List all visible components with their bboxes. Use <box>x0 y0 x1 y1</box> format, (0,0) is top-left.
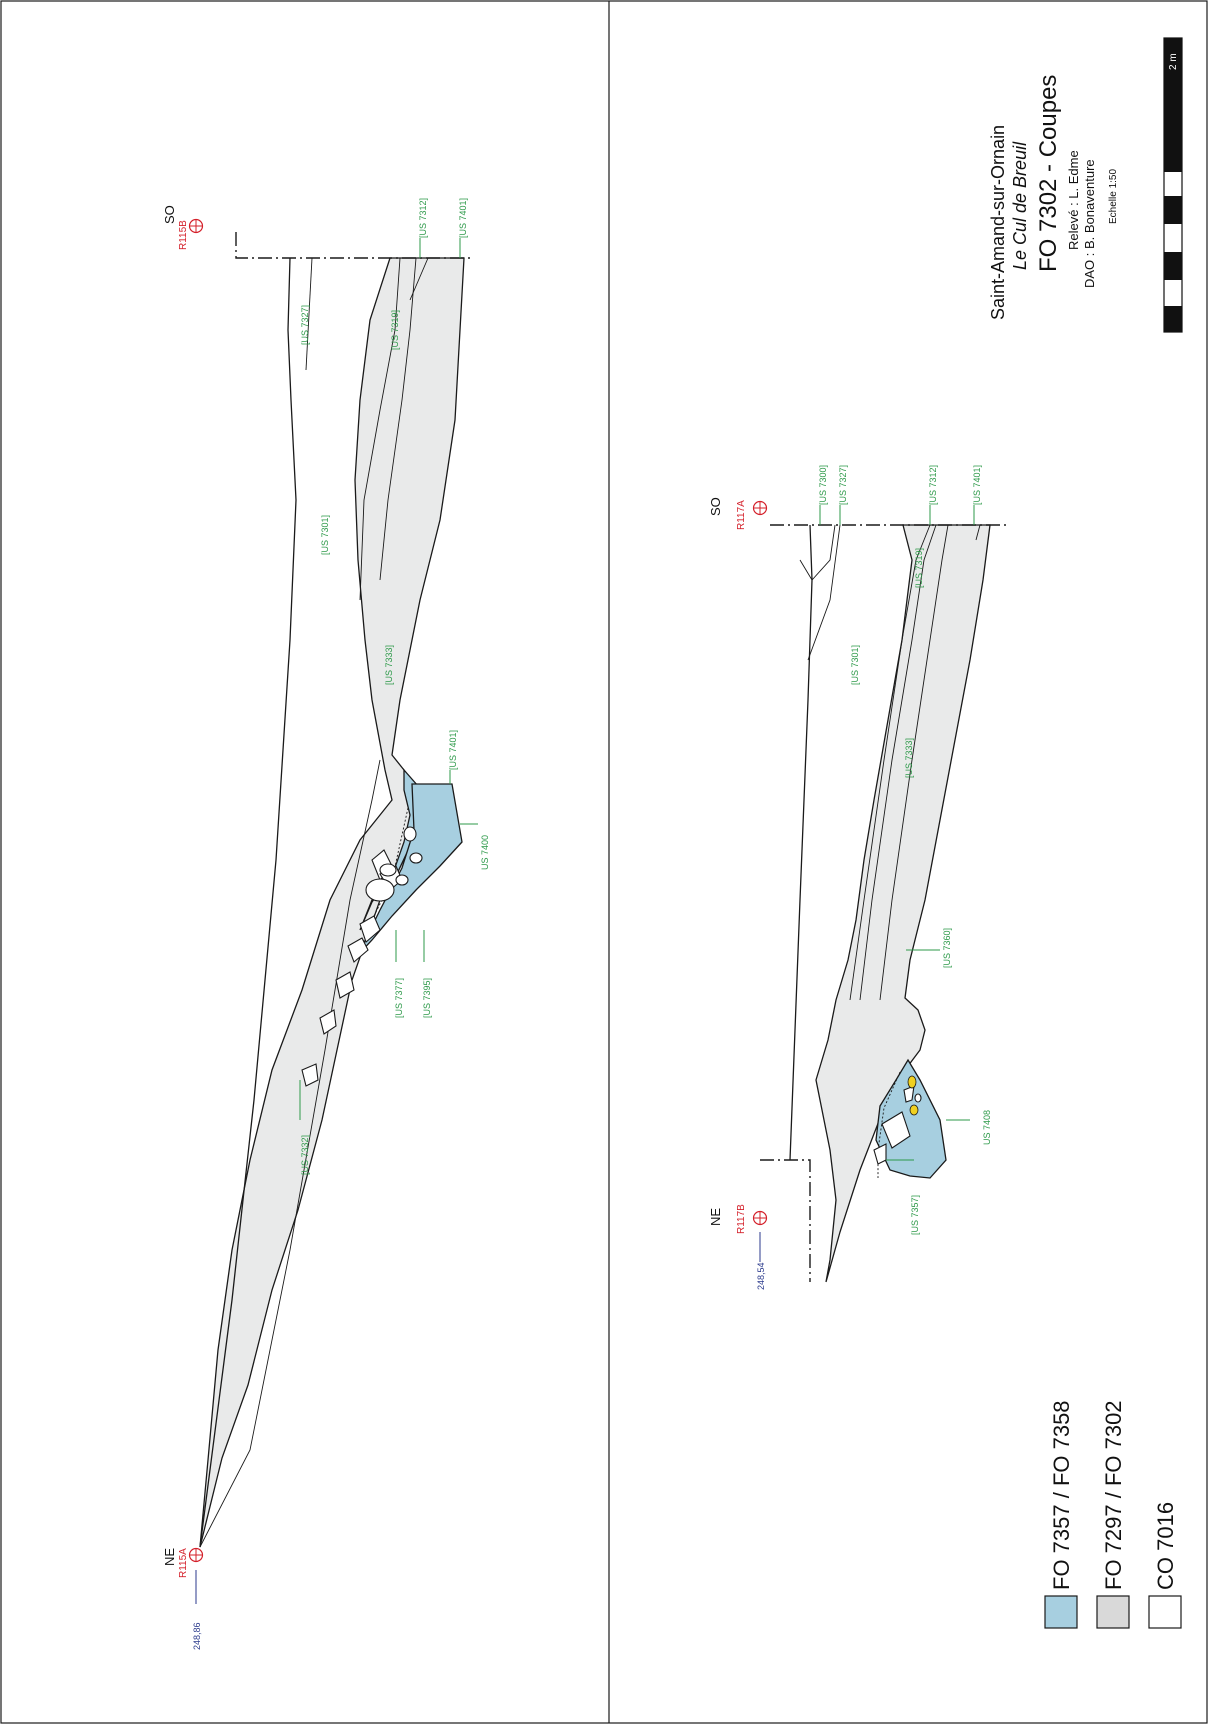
scale-bar-segment <box>1164 196 1182 224</box>
stone <box>319 1009 337 1035</box>
section-1-line-d <box>379 257 417 581</box>
scale-bar-segment <box>1164 306 1182 332</box>
legend: FO 7357 / FO 7358 FO 7297 / FO 7302 CO 7… <box>1044 1400 1182 1629</box>
us-label: [US 7327] <box>300 305 310 345</box>
altitude-label: 248,54 <box>756 1262 766 1290</box>
us-label: [US 7357] <box>910 1195 920 1235</box>
us-label: [US 7332] <box>300 1135 310 1175</box>
station-target-icon-cross <box>753 1211 767 1225</box>
scale-bar-segment <box>1164 38 1182 172</box>
locality-title: Le Cul de Breuil <box>1010 141 1030 270</box>
us-label: [US 7333] <box>904 738 914 778</box>
us-label: [US 7300] <box>818 465 828 505</box>
ne-label: NE <box>162 1548 177 1566</box>
legend-label: FO 7297 / FO 7302 <box>1101 1400 1126 1590</box>
station-so-label: R115B <box>178 220 189 250</box>
section-2-labels: NE R117B 248,54 SO R117A [US 7300] [US 7… <box>708 465 992 1290</box>
stone <box>365 878 395 902</box>
section-1-grey-fill <box>199 257 465 1548</box>
section-2-line-f <box>975 524 981 541</box>
station-so-label: R117A <box>736 500 747 530</box>
us-label: US 7408 <box>982 1110 992 1145</box>
section-2-line-e <box>879 524 949 1001</box>
us-label: [US 7401] <box>448 730 458 770</box>
us-label: [US 7312] <box>928 465 938 505</box>
stone <box>881 1111 911 1149</box>
legend-swatch <box>1096 1595 1130 1629</box>
section-1-labels: NE R115A 248,86 SO R115B [US 7327] [US 7… <box>162 198 490 1650</box>
stone <box>403 826 417 842</box>
station-ne-label: R117B <box>736 1204 747 1234</box>
section-2-dotted-limit <box>877 1071 901 1178</box>
us-label: [US 7333] <box>384 645 394 685</box>
dao-credit: DAO : B. Bonaventure <box>1082 159 1097 288</box>
us-label: US 7400 <box>480 835 490 870</box>
scale-bar: 2 m <box>1163 37 1183 333</box>
station-target-icon-cross <box>189 1548 203 1562</box>
section-1 <box>188 218 478 1604</box>
stone <box>873 1143 887 1165</box>
us-label: [US 7319] <box>390 310 400 350</box>
stone <box>359 915 381 943</box>
section-2-line-b <box>807 524 841 661</box>
section-1-blue-pit <box>357 783 463 956</box>
ochre-inclusion <box>909 1104 919 1116</box>
station-ne-label: R115A <box>178 1548 189 1578</box>
legend-swatch <box>1044 1595 1078 1629</box>
stone <box>914 1093 922 1103</box>
us-label: [US 7360] <box>942 928 952 968</box>
us-label: [US 7319] <box>914 548 924 588</box>
section-1-line-e <box>409 257 429 301</box>
us-label: [US 7312] <box>418 198 428 238</box>
ochre-inclusion <box>907 1075 917 1089</box>
us-label: [US 7327] <box>838 465 848 505</box>
section-2-line-ne <box>760 1159 811 1282</box>
stone <box>347 937 369 963</box>
stone <box>409 852 423 864</box>
stone <box>379 863 397 877</box>
us-label: [US 7301] <box>320 515 330 555</box>
scale-text: Echelle 1:50 <box>1108 169 1119 224</box>
section-2-top-surface <box>789 524 813 1161</box>
so-label: SO <box>708 497 723 516</box>
section-2-line-c <box>849 524 931 1001</box>
section-2-blue-pit <box>875 1058 947 1179</box>
feature-title: FO 7302 - Coupes <box>1035 75 1062 272</box>
section-1-top-surface <box>199 257 297 1548</box>
scale-bar-segment <box>1164 252 1182 280</box>
releve-credit: Relevé : L. Edme <box>1066 150 1081 250</box>
stone <box>301 1063 319 1087</box>
us-label: [US 7377] <box>394 978 404 1018</box>
section-2 <box>752 500 1010 1283</box>
section-2-line-a <box>799 524 836 581</box>
us-label: [US 7401] <box>458 198 468 238</box>
us-label: [US 7401] <box>972 465 982 505</box>
section-1-line-a <box>199 759 381 1548</box>
legend-label: CO 7016 <box>1153 1502 1178 1590</box>
station-target-icon-cross <box>753 501 767 515</box>
legend-swatch <box>1148 1595 1182 1629</box>
us-label: [US 7395] <box>422 978 432 1018</box>
section-1-line-b <box>305 257 313 371</box>
title-block: Saint-Amand-sur-Ornain Le Cul de Breuil … <box>988 75 1119 320</box>
us-label: [US 7301] <box>850 645 860 685</box>
scale-max-label: 2 m <box>1168 53 1179 70</box>
stone <box>395 874 409 886</box>
site-title: Saint-Amand-sur-Ornain <box>988 125 1008 320</box>
section-1-line-so <box>235 232 470 259</box>
altitude-label: 248,86 <box>192 1622 202 1650</box>
station-target-icon-cross <box>189 219 203 233</box>
section-2-line-d <box>859 524 937 1001</box>
stone <box>335 971 355 999</box>
section-1-line-c <box>359 257 401 601</box>
legend-label: FO 7357 / FO 7358 <box>1049 1400 1074 1590</box>
ne-label: NE <box>708 1208 723 1226</box>
section-1-stones <box>301 826 423 1087</box>
section-2-stones <box>873 1075 922 1165</box>
so-label: SO <box>162 205 177 224</box>
